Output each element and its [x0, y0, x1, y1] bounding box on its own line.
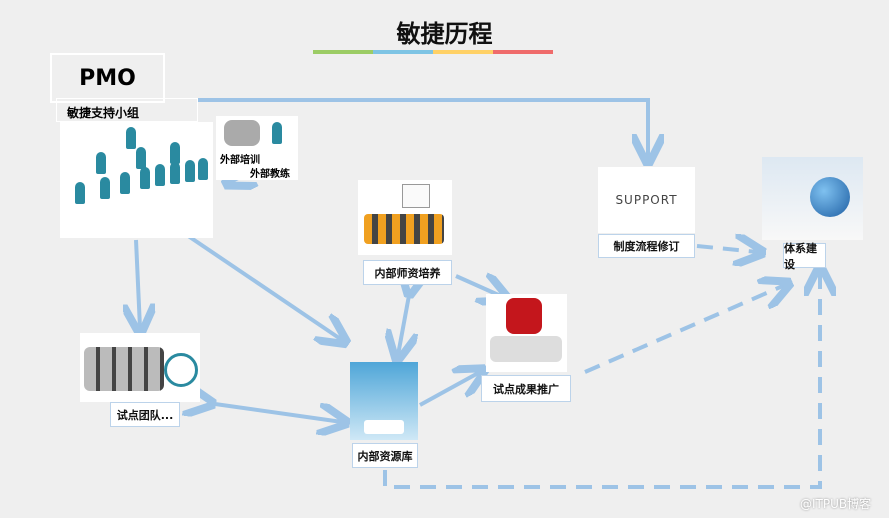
- org-chart-image: [60, 122, 213, 238]
- external-training-image: [216, 116, 298, 180]
- title-bar-green: [313, 50, 373, 54]
- dashed-promotion-to-system: [584, 285, 785, 374]
- watermark: @ITPUB博客: [800, 497, 872, 511]
- dashed-process-to-system: [696, 246, 758, 252]
- globe-image: [762, 157, 863, 240]
- pilot-promotion-label: 试点成果推广: [481, 375, 571, 402]
- support-word: SUPPORT: [615, 193, 678, 207]
- arrow-pmo-to-process: [198, 98, 648, 158]
- teachers-image: [358, 180, 452, 255]
- title-bar-yellow: [433, 50, 493, 54]
- external-training-label: 外部培训: [220, 155, 260, 166]
- arrow-group-to-pilot-team: [136, 239, 140, 328]
- pilot-team-image: [80, 333, 200, 402]
- library-image: [350, 362, 418, 440]
- title-bar-blue: [373, 50, 433, 54]
- arrow-library-promotion: [419, 372, 480, 407]
- pmo-box: PMO: [50, 53, 165, 103]
- pilot-team-label: 试点团队...: [110, 402, 180, 427]
- page-title: 敏捷历程: [396, 20, 493, 48]
- support-group-label: 敏捷支持小组: [56, 98, 198, 122]
- puzzle-image: [486, 294, 567, 372]
- external-coach-label: 外部教练: [250, 169, 290, 180]
- arrow-teachers-promotion: [455, 276, 503, 297]
- internal-teachers-label: 内部师资培养: [363, 260, 452, 285]
- title-bar-red: [493, 50, 553, 54]
- support-image: SUPPORT: [598, 167, 695, 233]
- process-revision-label: 制度流程修订: [598, 234, 695, 258]
- internal-library-label: 内部资源库: [352, 443, 418, 468]
- dashed-library-to-system: [383, 272, 820, 489]
- arrow-group-library: [172, 225, 342, 340]
- arrow-teachers-library: [398, 290, 410, 355]
- arrow-pilot-library: [208, 403, 342, 422]
- system-building-label: 体系建设: [783, 242, 826, 271]
